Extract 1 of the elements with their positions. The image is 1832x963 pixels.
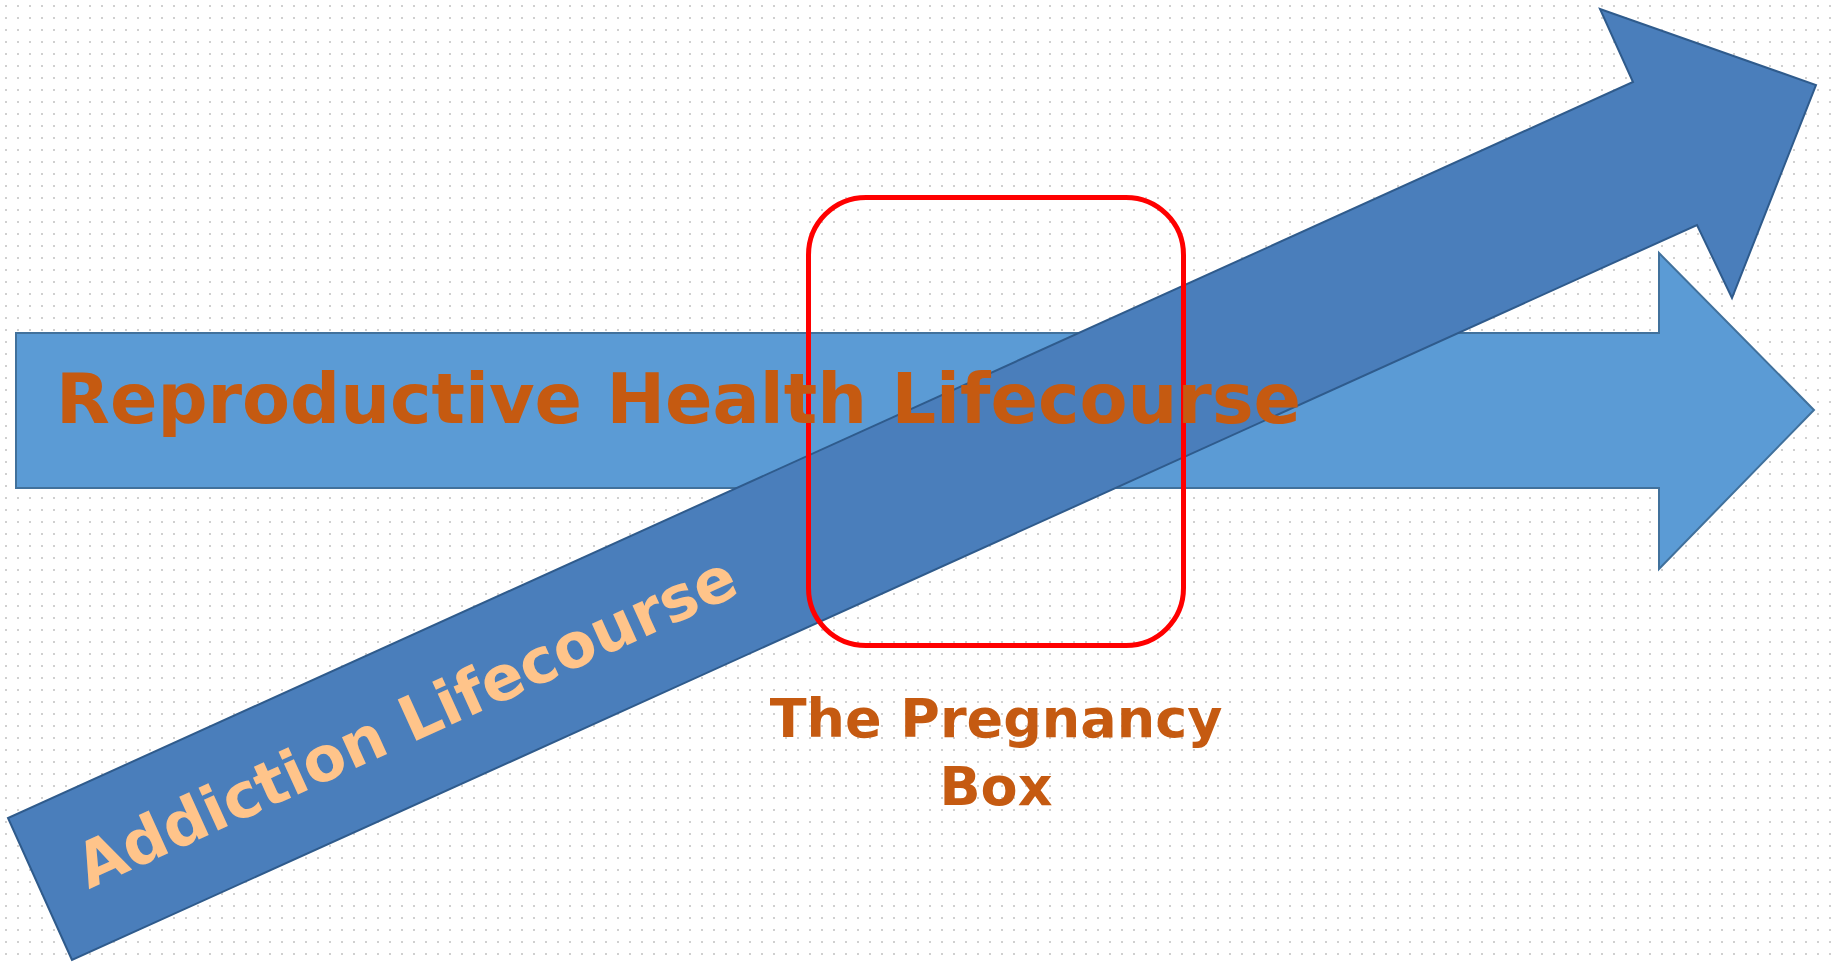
box-caption: The Pregnancy Box — [768, 686, 1224, 820]
